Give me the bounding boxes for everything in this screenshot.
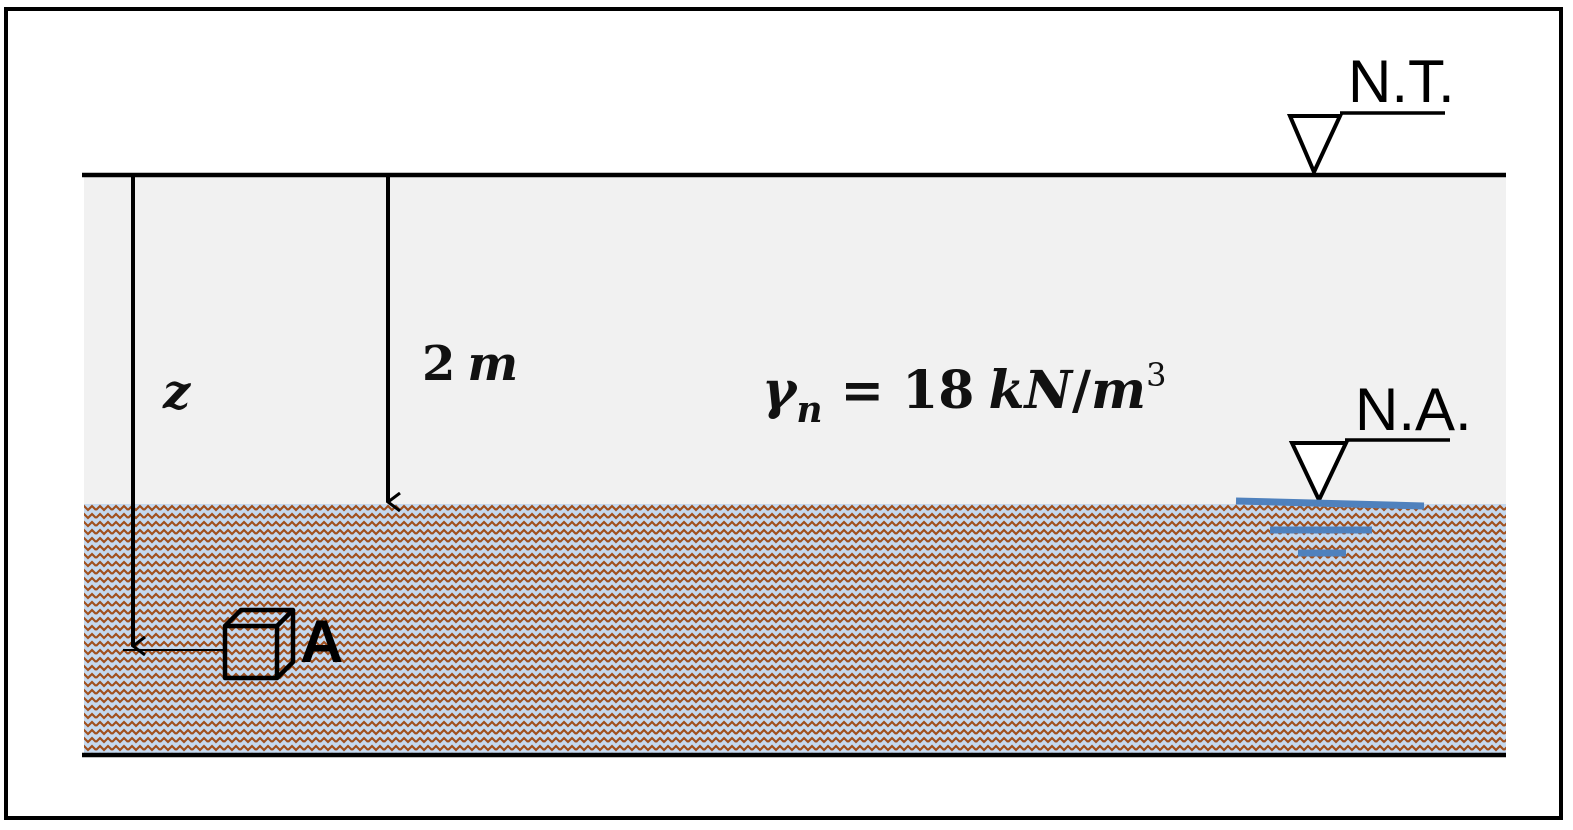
water-line-1 xyxy=(1235,497,1425,510)
depth-z-arrow: z xyxy=(131,176,192,646)
water-table-marker: N.A. xyxy=(1235,376,1472,557)
water-table-triangle-icon xyxy=(1288,441,1350,505)
ground-level-triangle-icon xyxy=(1286,114,1344,177)
saturated-soil-layer xyxy=(84,504,1506,754)
cube-icon xyxy=(222,607,296,681)
point-a-label: A xyxy=(300,608,343,675)
point-a: A xyxy=(123,607,343,681)
ground-level-label: N.T. xyxy=(1348,48,1455,115)
ground-level-marker: N.T. xyxy=(1286,48,1455,177)
water-table-label: N.A. xyxy=(1355,376,1472,443)
dry-soil-layer xyxy=(84,175,1506,504)
depth-variable-label: z xyxy=(162,364,192,420)
